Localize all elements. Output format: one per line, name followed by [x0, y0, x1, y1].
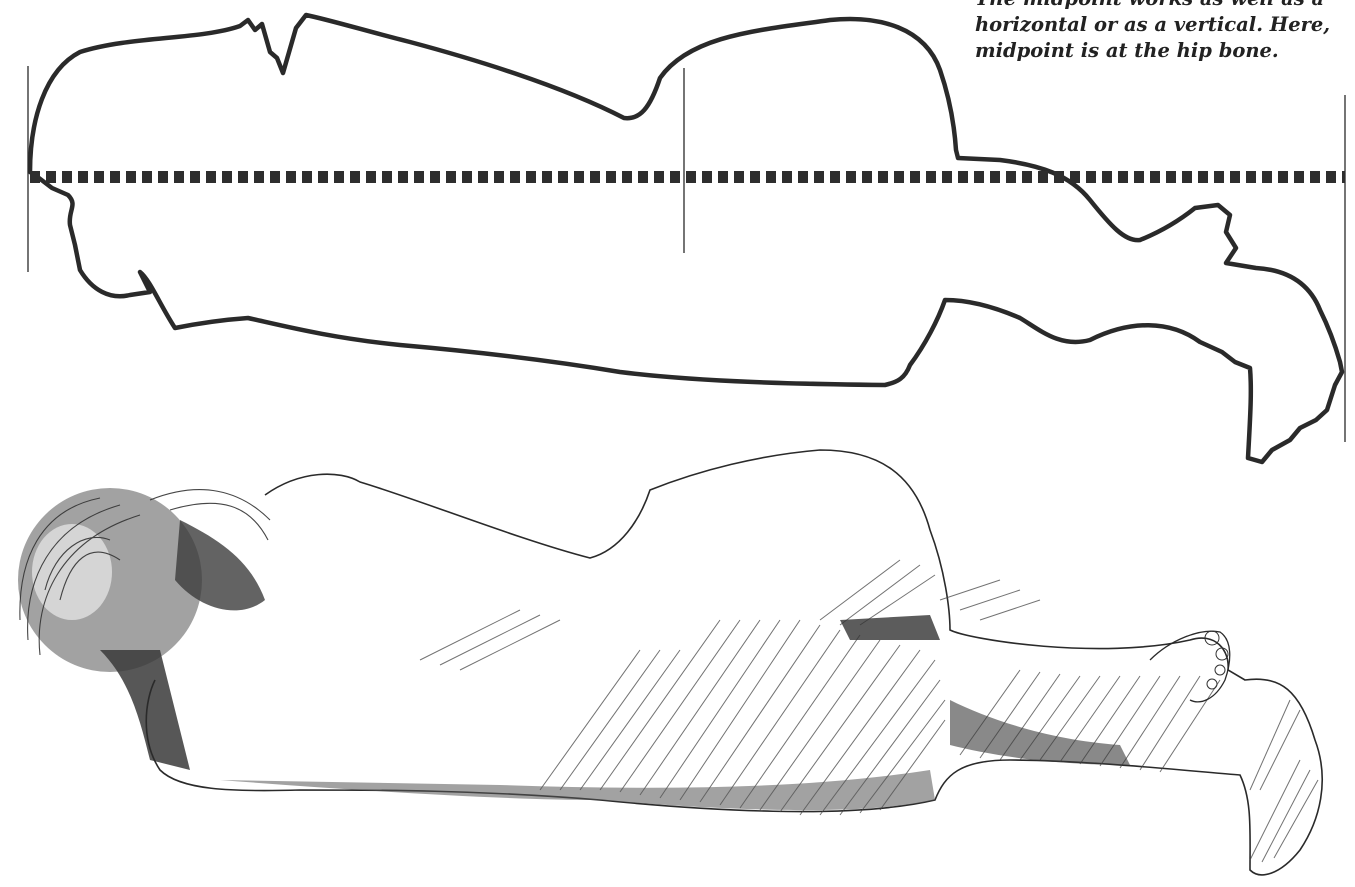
caption-line-3: midpoint is at the hip bone. [975, 38, 1345, 64]
caption-line-1: The midpoint works as well as a [975, 0, 1345, 12]
figure-sketch [18, 450, 1322, 875]
caption-line-2: horizontal or as a vertical. Here, [975, 12, 1345, 38]
sketch-body-contour [146, 450, 1322, 875]
figure-caption: The midpoint works as well as a horizont… [975, 0, 1345, 64]
figure-outline [30, 15, 1342, 462]
